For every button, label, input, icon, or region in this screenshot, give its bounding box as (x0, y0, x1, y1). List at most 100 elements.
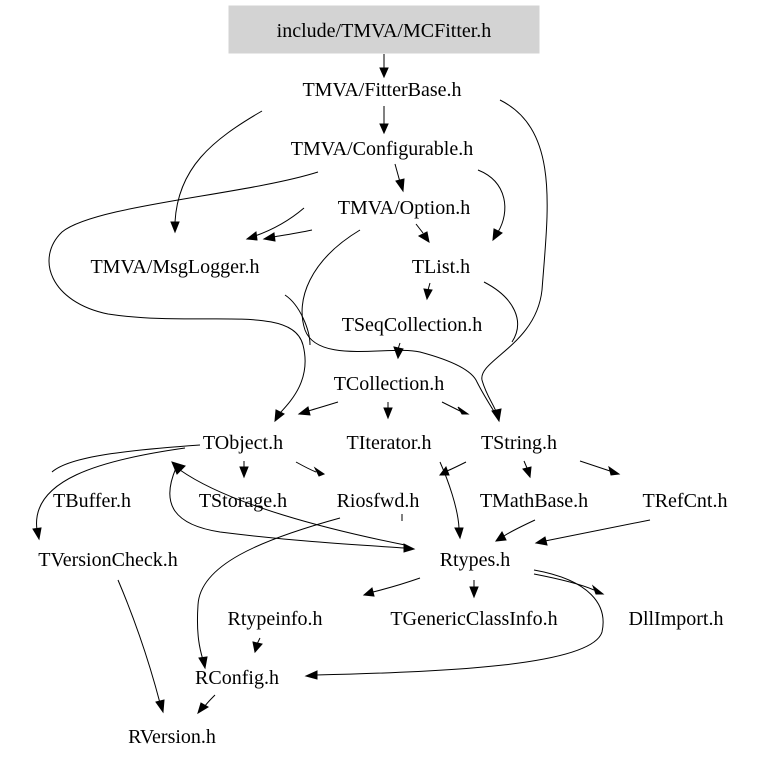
graph-edges (32, 54, 651, 715)
edge-trefcnt-rtypes (544, 519, 651, 542)
node-rconfig[interactable]: RConfig.h (195, 667, 279, 689)
edge-tstring-trefcnt (579, 460, 611, 472)
edge-tstring-tmathbase (523, 460, 528, 469)
edge-tlist-tstring (483, 281, 519, 343)
arrowhead-icon (198, 656, 208, 670)
node-tgenericclassinfo[interactable]: TGenericClassInfo.h (390, 608, 557, 630)
arrowhead-icon (522, 466, 532, 479)
node-label: TSeqCollection.h (342, 314, 483, 336)
node-label: Rtypeinfo.h (228, 608, 323, 630)
node-label: Riosfwd.h (337, 490, 420, 512)
arrowhead-icon (608, 465, 621, 476)
arrowhead-icon (393, 346, 404, 360)
edge-riosfwd-rconfig (197, 517, 341, 661)
edge-configurable-tlist (477, 169, 506, 233)
node-label: TObject.h (203, 432, 283, 454)
arrowhead-icon (313, 466, 326, 477)
arrowhead-icon (155, 699, 165, 714)
arrowhead-icon (297, 406, 311, 416)
edge-configurable-msglogger (254, 207, 305, 237)
node-tobject[interactable]: TObject.h (203, 432, 283, 454)
edge-tobject-tversioncheck (36, 447, 186, 531)
edge-tmathbase-rtypes (503, 519, 536, 537)
arrowhead-icon (457, 406, 470, 415)
node-tstorage[interactable]: TStorage.h (199, 490, 287, 512)
arrowhead-icon (171, 461, 186, 475)
edge-tlist-tseqcollection (427, 282, 431, 291)
node-titerator[interactable]: TIterator.h (347, 432, 432, 454)
node-msglogger[interactable]: TMVA/MsgLogger.h (90, 256, 259, 278)
arrowhead-icon (403, 543, 416, 553)
node-tlist[interactable]: TList.h (412, 256, 470, 278)
edge-option-tlist (415, 223, 424, 234)
node-label: TMVA/Option.h (338, 197, 470, 219)
arrowhead-icon (245, 231, 258, 241)
edge-msglogger-tstring (284, 294, 311, 346)
edge-option-msglogger (272, 229, 313, 238)
node-label: TMVA/MsgLogger.h (90, 256, 259, 278)
edge-tcollection-tstring (441, 401, 461, 412)
arrowhead-icon (362, 587, 375, 597)
node-dllimport[interactable]: DllImport.h (629, 608, 724, 630)
edge-tobject-rtypes (169, 467, 406, 549)
node-tstring[interactable]: TString.h (481, 432, 557, 454)
arrowhead-icon (197, 702, 209, 715)
node-tbuffer[interactable]: TBuffer.h (53, 490, 131, 512)
node-rtypes[interactable]: Rtypes.h (440, 549, 511, 571)
edge-configurable-option (394, 163, 401, 183)
node-mcfitter[interactable]: include/TMVA/MCFitter.h (228, 5, 540, 54)
arrowhead-icon (383, 407, 393, 420)
edge-fitterbase-tstring (481, 99, 548, 415)
arrowhead-icon (454, 527, 464, 540)
graph-nodes: include/TMVA/MCFitter.h TMVA/FitterBase.… (38, 5, 728, 748)
node-rversion[interactable]: RVersion.h (128, 726, 216, 748)
node-trefcnt[interactable]: TRefCnt.h (643, 490, 728, 512)
node-tmathbase[interactable]: TMathBase.h (480, 490, 588, 512)
edge-configurable-tobject (48, 171, 319, 414)
arrowhead-icon (379, 67, 389, 79)
node-label: TVersionCheck.h (38, 549, 177, 571)
edge-rtypes-tobject (179, 469, 406, 546)
edge-tstring-rtypes (439, 461, 460, 529)
edge-rtypes-rconfig (315, 569, 604, 676)
node-label: RVersion.h (128, 726, 216, 748)
arrowhead-icon (304, 670, 318, 680)
arrowhead-icon (170, 221, 180, 234)
node-tseqcollection[interactable]: TSeqCollection.h (342, 314, 483, 336)
arrowhead-icon (274, 409, 285, 423)
node-label: TList.h (412, 256, 470, 278)
arrowhead-icon (262, 232, 276, 242)
edge-tversioncheck-rversion (117, 579, 161, 704)
arrowhead-icon (469, 586, 479, 599)
arrowhead-icon (32, 527, 42, 541)
edge-tobject-tbuffer (51, 444, 201, 473)
arrowhead-icon (439, 465, 450, 476)
node-rtypeinfo[interactable]: Rtypeinfo.h (228, 608, 323, 630)
node-label: TBuffer.h (53, 490, 131, 512)
node-fitterbase[interactable]: TMVA/FitterBase.h (302, 79, 461, 101)
node-tversioncheck[interactable]: TVersionCheck.h (38, 549, 177, 571)
node-label: TMathBase.h (480, 490, 588, 512)
arrowhead-icon (379, 123, 389, 135)
node-label: TIterator.h (347, 432, 432, 454)
node-label: Rtypes.h (440, 549, 511, 571)
edge-fitterbase-msglogger (174, 110, 263, 223)
node-riosfwd[interactable]: Riosfwd.h (337, 490, 420, 512)
edge-rconfig-rversion (204, 694, 216, 707)
node-configurable[interactable]: TMVA/Configurable.h (291, 138, 473, 160)
node-label: TStorage.h (199, 490, 287, 512)
node-label: TString.h (481, 432, 557, 454)
edge-tcollection-tobject (307, 401, 339, 412)
node-option[interactable]: TMVA/Option.h (338, 197, 470, 219)
arrowhead-icon (492, 228, 503, 242)
node-tcollection[interactable]: TCollection.h (334, 373, 445, 395)
arrowhead-icon (423, 288, 433, 301)
node-label: TGenericClassInfo.h (390, 608, 557, 630)
arrowhead-icon (534, 536, 548, 546)
node-label: include/TMVA/MCFitter.h (277, 20, 492, 42)
root-node-box (228, 5, 540, 54)
arrowhead-icon (417, 231, 430, 244)
edge-tstring-riosfwd (446, 461, 467, 472)
arrowhead-icon (239, 466, 249, 479)
